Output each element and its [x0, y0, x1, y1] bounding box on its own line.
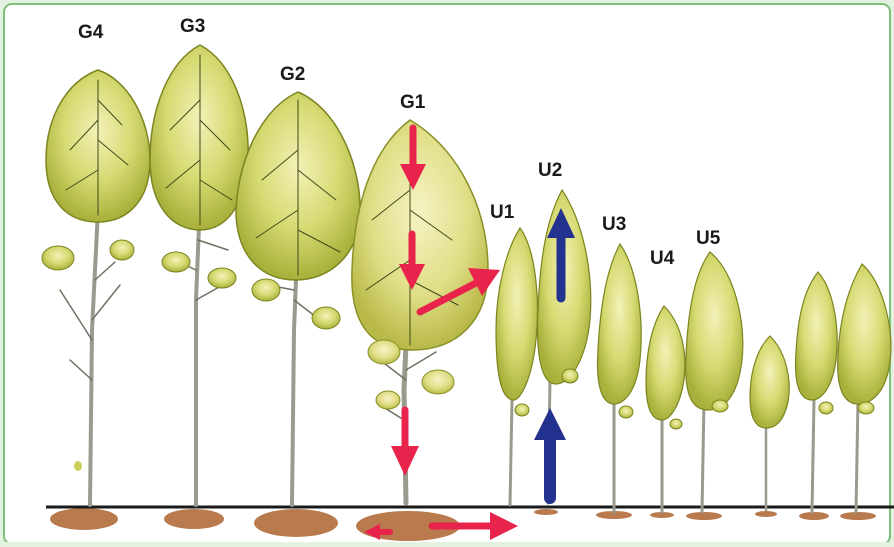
label-g2: G2 [280, 64, 305, 85]
root-mass-u5 [686, 512, 722, 520]
root-mass-t10 [799, 512, 829, 520]
label-u5: U5 [696, 228, 721, 249]
root-mass-g3 [164, 509, 224, 529]
label-g3: G3 [180, 16, 205, 37]
root-mass-g2 [254, 509, 338, 537]
label-g1: G1 [400, 92, 426, 113]
label-u4: U4 [650, 248, 675, 269]
label-u2: U2 [538, 160, 562, 181]
root-mass-g4 [50, 508, 118, 530]
root-mass-u2 [534, 509, 558, 515]
root-mass-t9 [755, 511, 777, 517]
label-u3: U3 [602, 214, 626, 235]
label-g4: G4 [78, 22, 104, 43]
root-mass-t11 [840, 512, 876, 520]
label-u1: U1 [490, 202, 515, 223]
